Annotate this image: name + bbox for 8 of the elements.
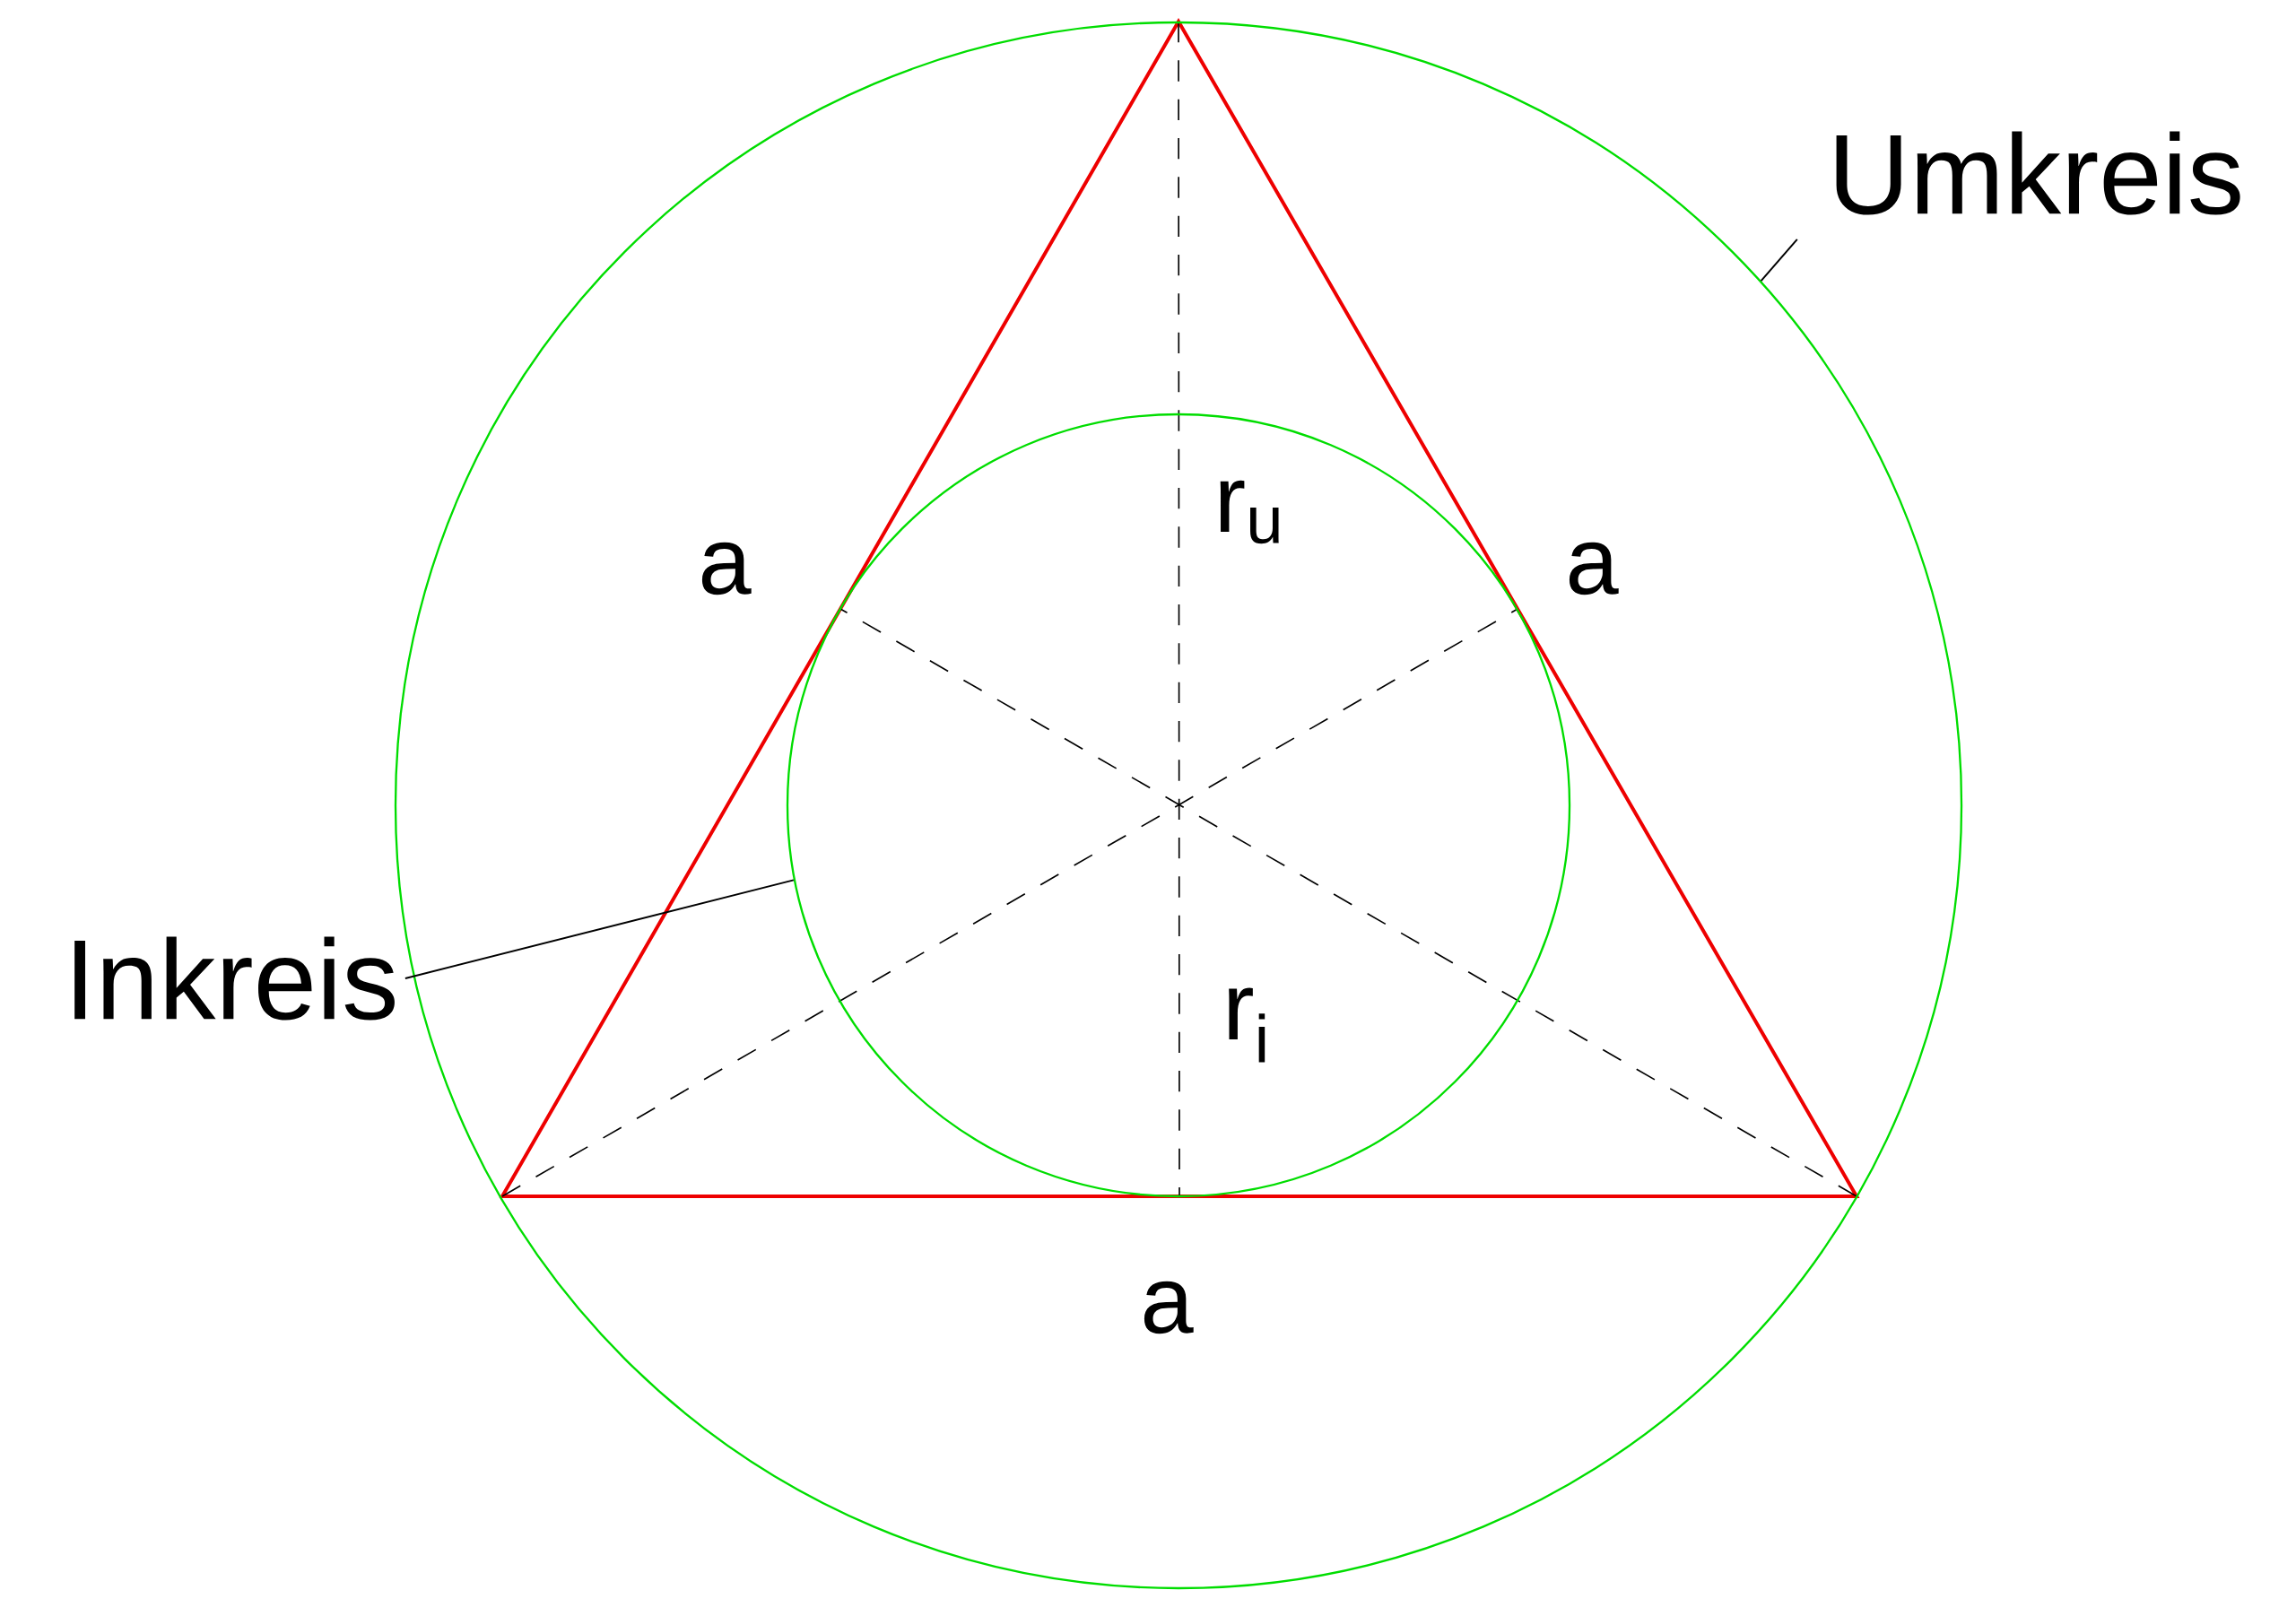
leader-line — [1760, 238, 1798, 282]
callout-text: Umkreis — [1836, 131, 2240, 215]
side-label: a — [1569, 542, 1619, 595]
circle-outline — [786, 413, 1571, 1198]
callout-text: Inkreis — [74, 936, 395, 1021]
leader-line — [404, 879, 795, 979]
side-label: r$_{i}$ — [1229, 987, 1265, 1063]
side-label: r$_{u}$ — [1220, 480, 1279, 544]
